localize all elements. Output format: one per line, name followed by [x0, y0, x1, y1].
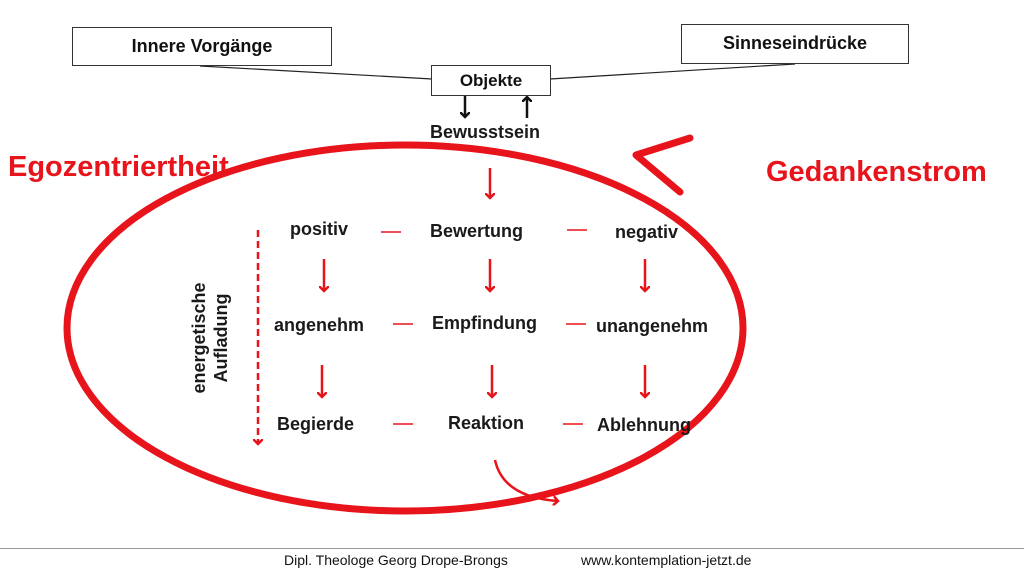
rejection-label: Ablehnung [597, 415, 691, 435]
inner-processes-box: Innere Vorgänge [72, 27, 332, 66]
footer-author: Dipl. Theologe Georg Drope-Brongs [284, 552, 508, 568]
unpleasant-label: unangenehm [596, 316, 709, 336]
connector-inner-objects [199, 65, 433, 80]
negative-label: negativ [615, 222, 679, 242]
sensation-label: Empfindung [432, 313, 537, 333]
footer-divider [0, 548, 1024, 549]
energetic-charge-line-2: Aufladung [211, 293, 231, 383]
connector-senses-objects [549, 63, 796, 80]
thought-stream-title: Gedankenstrom [766, 156, 987, 188]
footer-url[interactable]: www.kontemplation-jetzt.de [581, 552, 752, 568]
sense-impressions-label: Sinneseindrücke [722, 33, 868, 53]
reaction-return-arrow [493, 459, 558, 501]
objects-label: Objekte [459, 71, 523, 90]
cycle-arrowhead [632, 134, 694, 196]
energetic-charge-label: energetische Aufladung [188, 282, 232, 393]
objects-box: Objekte [431, 65, 551, 96]
evaluation-label: Bewertung [430, 221, 524, 241]
consciousness-label: Bewusstsein [430, 122, 541, 142]
desire-label: Begierde [277, 414, 355, 434]
sense-impressions-box: Sinneseindrücke [681, 24, 909, 64]
pleasant-label: angenehm [274, 315, 365, 335]
inner-processes-label: Innere Vorgänge [131, 36, 273, 56]
egocentrism-title: Egozentriertheit [8, 151, 229, 183]
energetic-charge-line-1: energetische [189, 282, 209, 394]
reaction-label: Reaktion [448, 413, 525, 433]
thought-cycle-ellipse [63, 141, 747, 515]
positive-label: positiv [290, 219, 349, 239]
